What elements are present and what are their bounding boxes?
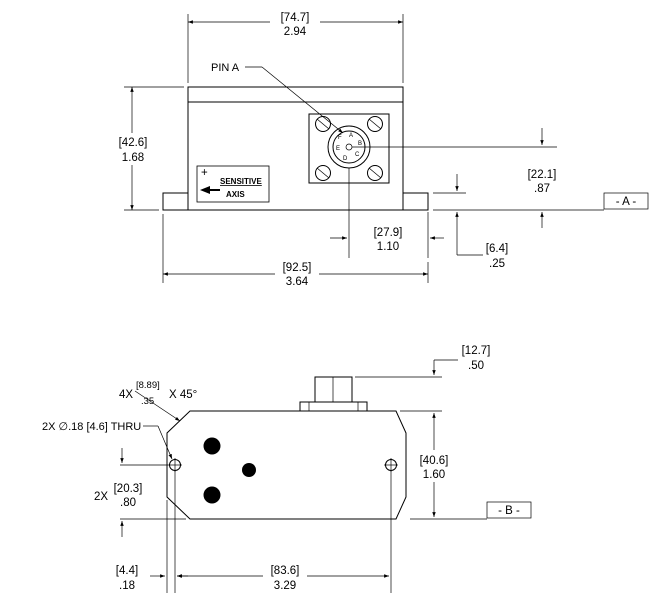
- chamfer-mm: [8.89]: [136, 380, 160, 391]
- dim-edge-mm: [4.4]: [116, 565, 138, 577]
- dim-width-mm: [74.7]: [281, 12, 310, 24]
- dim-offset-mm: [27.9]: [374, 227, 403, 239]
- dim-connector-height-in: .87: [534, 183, 550, 195]
- dim-width-in: 2.94: [284, 26, 307, 38]
- dim-pitch-mm: [83.6]: [271, 565, 300, 577]
- dim-overall-in: 3.64: [286, 276, 309, 288]
- mount-screw: [367, 165, 383, 181]
- dim-pitch-in: 3.29: [274, 580, 296, 592]
- pin-letter: E: [336, 146, 340, 152]
- dim-flange-in: .25: [489, 258, 505, 270]
- mount-screw: [315, 165, 331, 181]
- top-view: A B C D E F + SENSITIVE AXIS PIN A [74.7…: [113, 8, 649, 289]
- sensor-body-bottom: [166, 410, 407, 520]
- dim-spacing-mm: [20.3]: [114, 483, 143, 495]
- pin-letter: F: [338, 135, 342, 141]
- pin-letter: C: [355, 152, 360, 158]
- chamfer-in: .35: [141, 396, 154, 407]
- datum-b-box: [486, 501, 532, 519]
- hole-callout: 2X ∅.18 [4.6] THRU: [42, 421, 141, 433]
- bottom-dot: [203, 437, 221, 455]
- bottom-dot: [242, 463, 256, 477]
- svg-text:+: +: [201, 167, 208, 179]
- spacing-count: 2X: [94, 491, 108, 503]
- dim-flange-mm: [6.4]: [486, 243, 508, 255]
- connector-side: [299, 376, 368, 412]
- arrow-icon: [200, 186, 210, 194]
- chamfer-count: 4X: [119, 389, 133, 401]
- datum-b: - B -: [498, 505, 520, 517]
- bottom-dot: [203, 486, 221, 504]
- dim-bottom-height-mm: [40.6]: [420, 455, 449, 467]
- dim-spacing-in: .80: [120, 497, 136, 509]
- pin-letter: D: [343, 156, 348, 162]
- pin-letter: A: [349, 133, 353, 139]
- dim-connector-height-mm: [22.1]: [528, 169, 557, 181]
- pin-a-label: PIN A: [211, 62, 240, 74]
- svg-text:AXIS: AXIS: [226, 190, 245, 199]
- dim-edge-in: .18: [119, 580, 135, 592]
- dim-height-mm: [42.6]: [119, 137, 148, 149]
- chamfer-angle: X 45°: [169, 389, 197, 401]
- datum-a-box: [603, 192, 649, 210]
- pin-letter: B: [358, 141, 362, 147]
- dim-conn-height-mm: [12.7]: [462, 345, 491, 357]
- dim-overall-mm: [92.5]: [283, 262, 312, 274]
- mount-screw: [367, 116, 383, 132]
- sensitive-axis-label: + SENSITIVE AXIS: [196, 165, 270, 203]
- dim-conn-height-in: .50: [468, 360, 484, 372]
- sensor-body: [187, 86, 404, 211]
- datum-a: - A -: [616, 196, 637, 208]
- dim-offset-in: 1.10: [377, 241, 399, 253]
- right-flange: [402, 192, 429, 211]
- bottom-view: 4X [8.89] .35 X 45° 2X ∅.18 [4.6] THRU 2…: [42, 345, 532, 593]
- dim-height-in: 1.68: [122, 152, 144, 164]
- left-flange: [162, 192, 189, 211]
- dim-bottom-height-in: 1.60: [423, 469, 445, 481]
- svg-text:SENSITIVE: SENSITIVE: [220, 177, 262, 186]
